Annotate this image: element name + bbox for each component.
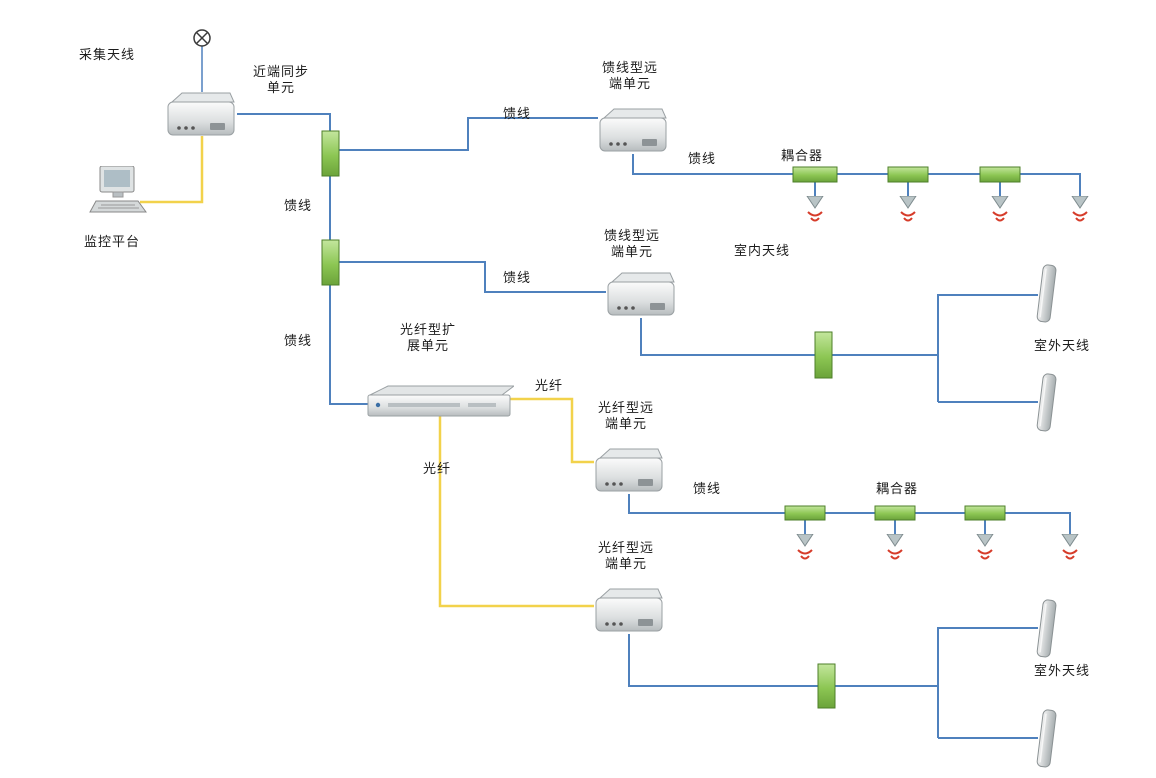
indoor-antennas-row2 [796, 534, 1079, 560]
indoor-antenna-icon [976, 534, 994, 560]
indoor-antenna-icon [796, 534, 814, 560]
line-coupler-to-outdoor-antennas-1 [832, 294, 1038, 403]
fiber-lines [140, 136, 594, 608]
label-outdoor-antenna-1: 室外天线 [1033, 338, 1090, 353]
label-coupler-1: 耦合器 [780, 148, 823, 163]
coupler-icon [964, 505, 1006, 521]
label-collection-antenna: 采集天线 [78, 47, 135, 62]
fiber-remote-unit-2-device [595, 588, 663, 632]
outdoor-antenna-icon [1036, 373, 1058, 433]
splitter-icon [321, 239, 340, 286]
splitter-icon [321, 130, 340, 177]
label-feeder-3: 馈线 [687, 151, 716, 166]
line-monitor-to-near-unit [140, 136, 204, 204]
label-fiber-remote-unit-2: 光纤型远 端单元 [597, 540, 654, 571]
outdoor-antenna-icon [1036, 599, 1058, 659]
indoor-antenna-icon [1061, 534, 1079, 560]
line-coupler-to-outdoor-antennas-2 [835, 627, 1038, 739]
line-fiber-ru1-to-coupler-row2 [628, 494, 1071, 534]
label-feeder-4: 馈线 [502, 270, 531, 285]
line-splitter2-to-feeder-ru2 [339, 261, 606, 293]
collection-antenna-icon [193, 29, 211, 47]
line-feeder-ru2-to-coupler [640, 318, 815, 356]
coupler-icon [784, 505, 826, 521]
outdoor-antenna-icon [1036, 264, 1058, 324]
label-feeder-remote-unit-2: 馈线型远 端单元 [603, 228, 660, 259]
line-splitter1-to-feeder-ru1 [339, 117, 598, 151]
label-fiber-2: 光纤 [422, 461, 451, 476]
coupler-icon [814, 331, 833, 379]
line-near-unit-to-splitter1 [237, 113, 331, 131]
line-splitter2-to-expansion-unit [329, 285, 368, 405]
label-monitoring-platform: 监控平台 [83, 234, 140, 249]
feeder-lines [201, 46, 1081, 739]
coupler-icon [887, 166, 929, 183]
line-expansion-to-fiber-ru2 [438, 416, 594, 608]
feeder-remote-unit-2-device [607, 272, 675, 316]
label-coupler-2: 耦合器 [875, 481, 918, 496]
label-near-end-sync-unit: 近端同步 单元 [252, 64, 309, 95]
indoor-antenna-icon [806, 196, 824, 222]
coupler-icon [979, 166, 1021, 183]
coupler-icon [792, 166, 838, 183]
indoor-antenna-icon [991, 196, 1009, 222]
fiber-expansion-unit-device [367, 385, 514, 417]
indoor-antennas-row1 [806, 196, 1089, 222]
label-feeder-1: 馈线 [502, 106, 531, 121]
label-feeder-2: 馈线 [283, 198, 312, 213]
couplers [321, 130, 1021, 709]
monitoring-platform-computer-icon [89, 166, 147, 213]
feeder-remote-unit-1-device [599, 108, 667, 152]
fiber-remote-unit-1-device [595, 448, 663, 492]
indoor-antenna-icon [1071, 196, 1089, 222]
outdoor-antenna-icon [1036, 709, 1058, 769]
coupler-icon [874, 505, 916, 521]
label-feeder-6: 馈线 [692, 481, 721, 496]
near-end-sync-unit-device [167, 92, 235, 136]
line-expansion-to-fiber-ru1 [510, 397, 594, 464]
label-fiber-1: 光纤 [534, 378, 563, 393]
label-feeder-remote-unit-1: 馈线型远 端单元 [601, 60, 658, 91]
outdoor-antennas-group2 [1036, 599, 1058, 769]
label-indoor-antenna: 室内天线 [733, 243, 790, 258]
label-feeder-5: 馈线 [283, 333, 312, 348]
coupler-icon [817, 663, 836, 709]
indoor-antenna-icon [886, 534, 904, 560]
label-outdoor-antenna-2: 室外天线 [1033, 663, 1090, 678]
label-fiber-expansion-unit: 光纤型扩 展单元 [399, 322, 456, 353]
label-fiber-remote-unit-1: 光纤型远 端单元 [597, 400, 654, 431]
line-fiber-ru2-to-coupler [628, 634, 818, 687]
line-feeder-ru1-to-coupler-row1 [632, 154, 1081, 196]
indoor-antenna-icon [899, 196, 917, 222]
